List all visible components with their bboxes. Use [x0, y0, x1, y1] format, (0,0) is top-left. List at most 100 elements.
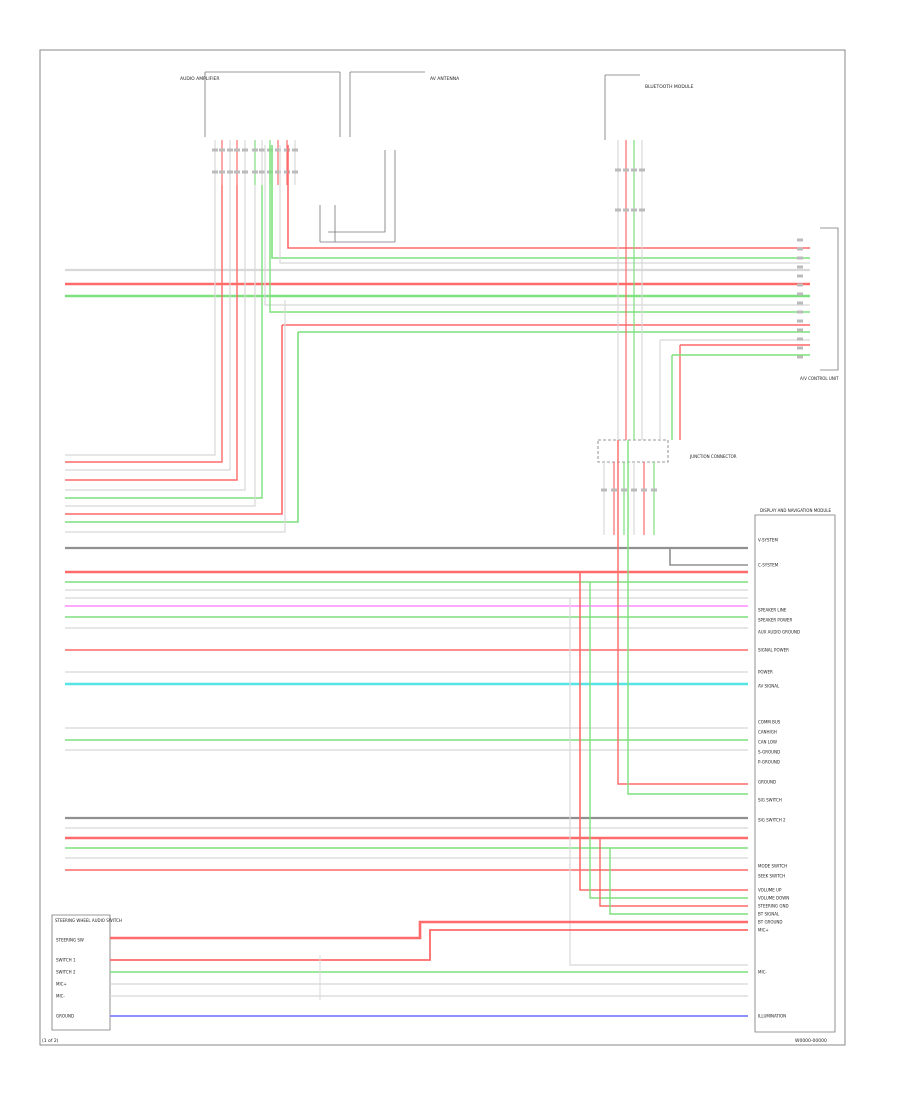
steering-pin-label: SWITCH 2	[56, 970, 76, 975]
unit-pin-label: SEEK SWITCH	[758, 874, 785, 879]
display-nav-module-label: DISPLAY AND NAVIGATION MODULE	[760, 508, 832, 513]
amp-to-control-wire	[269, 145, 810, 313]
wire-tag	[797, 337, 803, 341]
wire-tag	[651, 488, 657, 492]
unit-pin-label: VOLUME UP	[758, 888, 782, 893]
unit-pin-label: SPEAKER LINE	[758, 608, 787, 613]
steering-pin-label: MIC-	[56, 994, 65, 999]
steering-switch-outline	[51, 914, 111, 1031]
unit-pin-label: CANHIGH	[758, 730, 777, 735]
steering-pin-label: STEERING SW	[56, 938, 84, 943]
wire-tag	[292, 170, 298, 174]
footer-left: (1 of 2)	[42, 1038, 59, 1044]
wire-tag	[601, 488, 607, 492]
steering-pin-label: SWITCH 1	[56, 958, 76, 963]
unit-pin-label: ILLUMINATION	[758, 1014, 786, 1019]
wire-tag	[252, 148, 258, 152]
left-drop-wire	[65, 185, 256, 507]
junction-connector-outline	[597, 439, 669, 463]
wire-tag	[219, 170, 225, 174]
bluetooth-module-outline	[604, 74, 640, 140]
left-drop-wire	[65, 325, 283, 515]
wire-tag	[615, 168, 621, 172]
wire-tag	[252, 170, 258, 174]
antenna-signal-wire	[328, 150, 386, 233]
wire-tag	[611, 488, 617, 492]
unit-pin-label: V-SYSTEM	[758, 538, 778, 543]
wire-tag	[797, 283, 803, 287]
unit-pin-label: POWER	[758, 670, 773, 675]
left-drop-wire	[65, 332, 299, 523]
left-drop-wire	[65, 185, 223, 463]
wire-tag	[797, 346, 803, 350]
junction-connector-label: JUNCTION CONNECTOR	[689, 454, 737, 459]
amp-to-control-wire	[287, 145, 810, 249]
left-drop-wire	[65, 185, 216, 456]
wire-tag	[623, 168, 629, 172]
wire-tag	[797, 238, 803, 242]
unit-system-wire	[65, 547, 748, 566]
wire-tag	[234, 170, 240, 174]
wire-tag	[631, 488, 637, 492]
audio-amplifier-outline	[204, 71, 341, 137]
unit-pin-label: MIC-	[758, 970, 767, 975]
wire-tag	[259, 148, 265, 152]
av-antenna-outline	[349, 71, 425, 137]
wire-tag	[212, 148, 218, 152]
left-drop-wire	[65, 185, 231, 471]
wire-tag	[212, 170, 218, 174]
wire-tag	[242, 148, 248, 152]
wire-tag	[639, 208, 645, 212]
wire-tag	[631, 208, 637, 212]
unit-riser-wire	[589, 582, 748, 899]
unit-pin-label: SIG SWITCH	[758, 798, 782, 803]
left-drop-wire	[65, 185, 238, 481]
av-antenna-label: AV ANTENNA	[430, 76, 460, 82]
wire-tag	[234, 148, 240, 152]
wire-tag	[797, 355, 803, 359]
wire-tag	[797, 301, 803, 305]
unit-pin-label: P-GROUND	[758, 760, 780, 765]
display-nav-module-outline	[754, 514, 836, 1033]
left-drop-wire	[65, 300, 286, 533]
wire-tag	[797, 247, 803, 251]
wire-tag	[797, 319, 803, 323]
wire-tag	[797, 274, 803, 278]
steering-switch-label: STEERING WHEEL AUDIO SWITCH	[55, 918, 122, 923]
unit-pin-label: SIG SWITCH 2	[758, 818, 786, 823]
unit-pin-label: VOLUME DOWN	[758, 896, 789, 901]
wire-tag	[797, 265, 803, 269]
amp-to-control-wire	[264, 145, 810, 306]
steering-pin-label: MIC+	[56, 982, 67, 987]
unit-riser-wire	[599, 838, 748, 907]
av-control-unit-label: A/V CONTROL UNIT	[800, 376, 839, 381]
unit-riser-wire	[609, 848, 748, 915]
left-drop-wire	[65, 185, 246, 491]
wire-tag	[797, 256, 803, 260]
wire-tag	[797, 328, 803, 332]
wire-tag	[623, 208, 629, 212]
unit-pin-label: AUX AUDIO GROUND	[758, 630, 800, 635]
amp-to-control-wire	[279, 145, 810, 264]
unit-riser-wire	[627, 440, 748, 795]
unit-pin-label: SPEAKER POWER	[758, 618, 792, 623]
unit-pin-label: BT GROUND	[758, 920, 783, 925]
wire-tag	[275, 148, 281, 152]
unit-riser-wire	[569, 598, 748, 966]
diagram-border	[39, 49, 846, 1046]
unit-riser-wire	[579, 572, 748, 891]
wire-tag	[639, 168, 645, 172]
unit-pin-label: AV SIGNAL	[758, 684, 780, 689]
unit-pin-label: COMM BUS	[758, 720, 781, 725]
wire-tag	[621, 488, 627, 492]
av-control-unit-outline	[820, 227, 839, 371]
unit-pin-label: MIC+	[758, 928, 769, 933]
wire-tag	[275, 170, 281, 174]
wire-tag	[797, 292, 803, 296]
footer-right: W0000-00000	[795, 1038, 827, 1044]
wire-tag	[631, 168, 637, 172]
wire-tag	[242, 170, 248, 174]
